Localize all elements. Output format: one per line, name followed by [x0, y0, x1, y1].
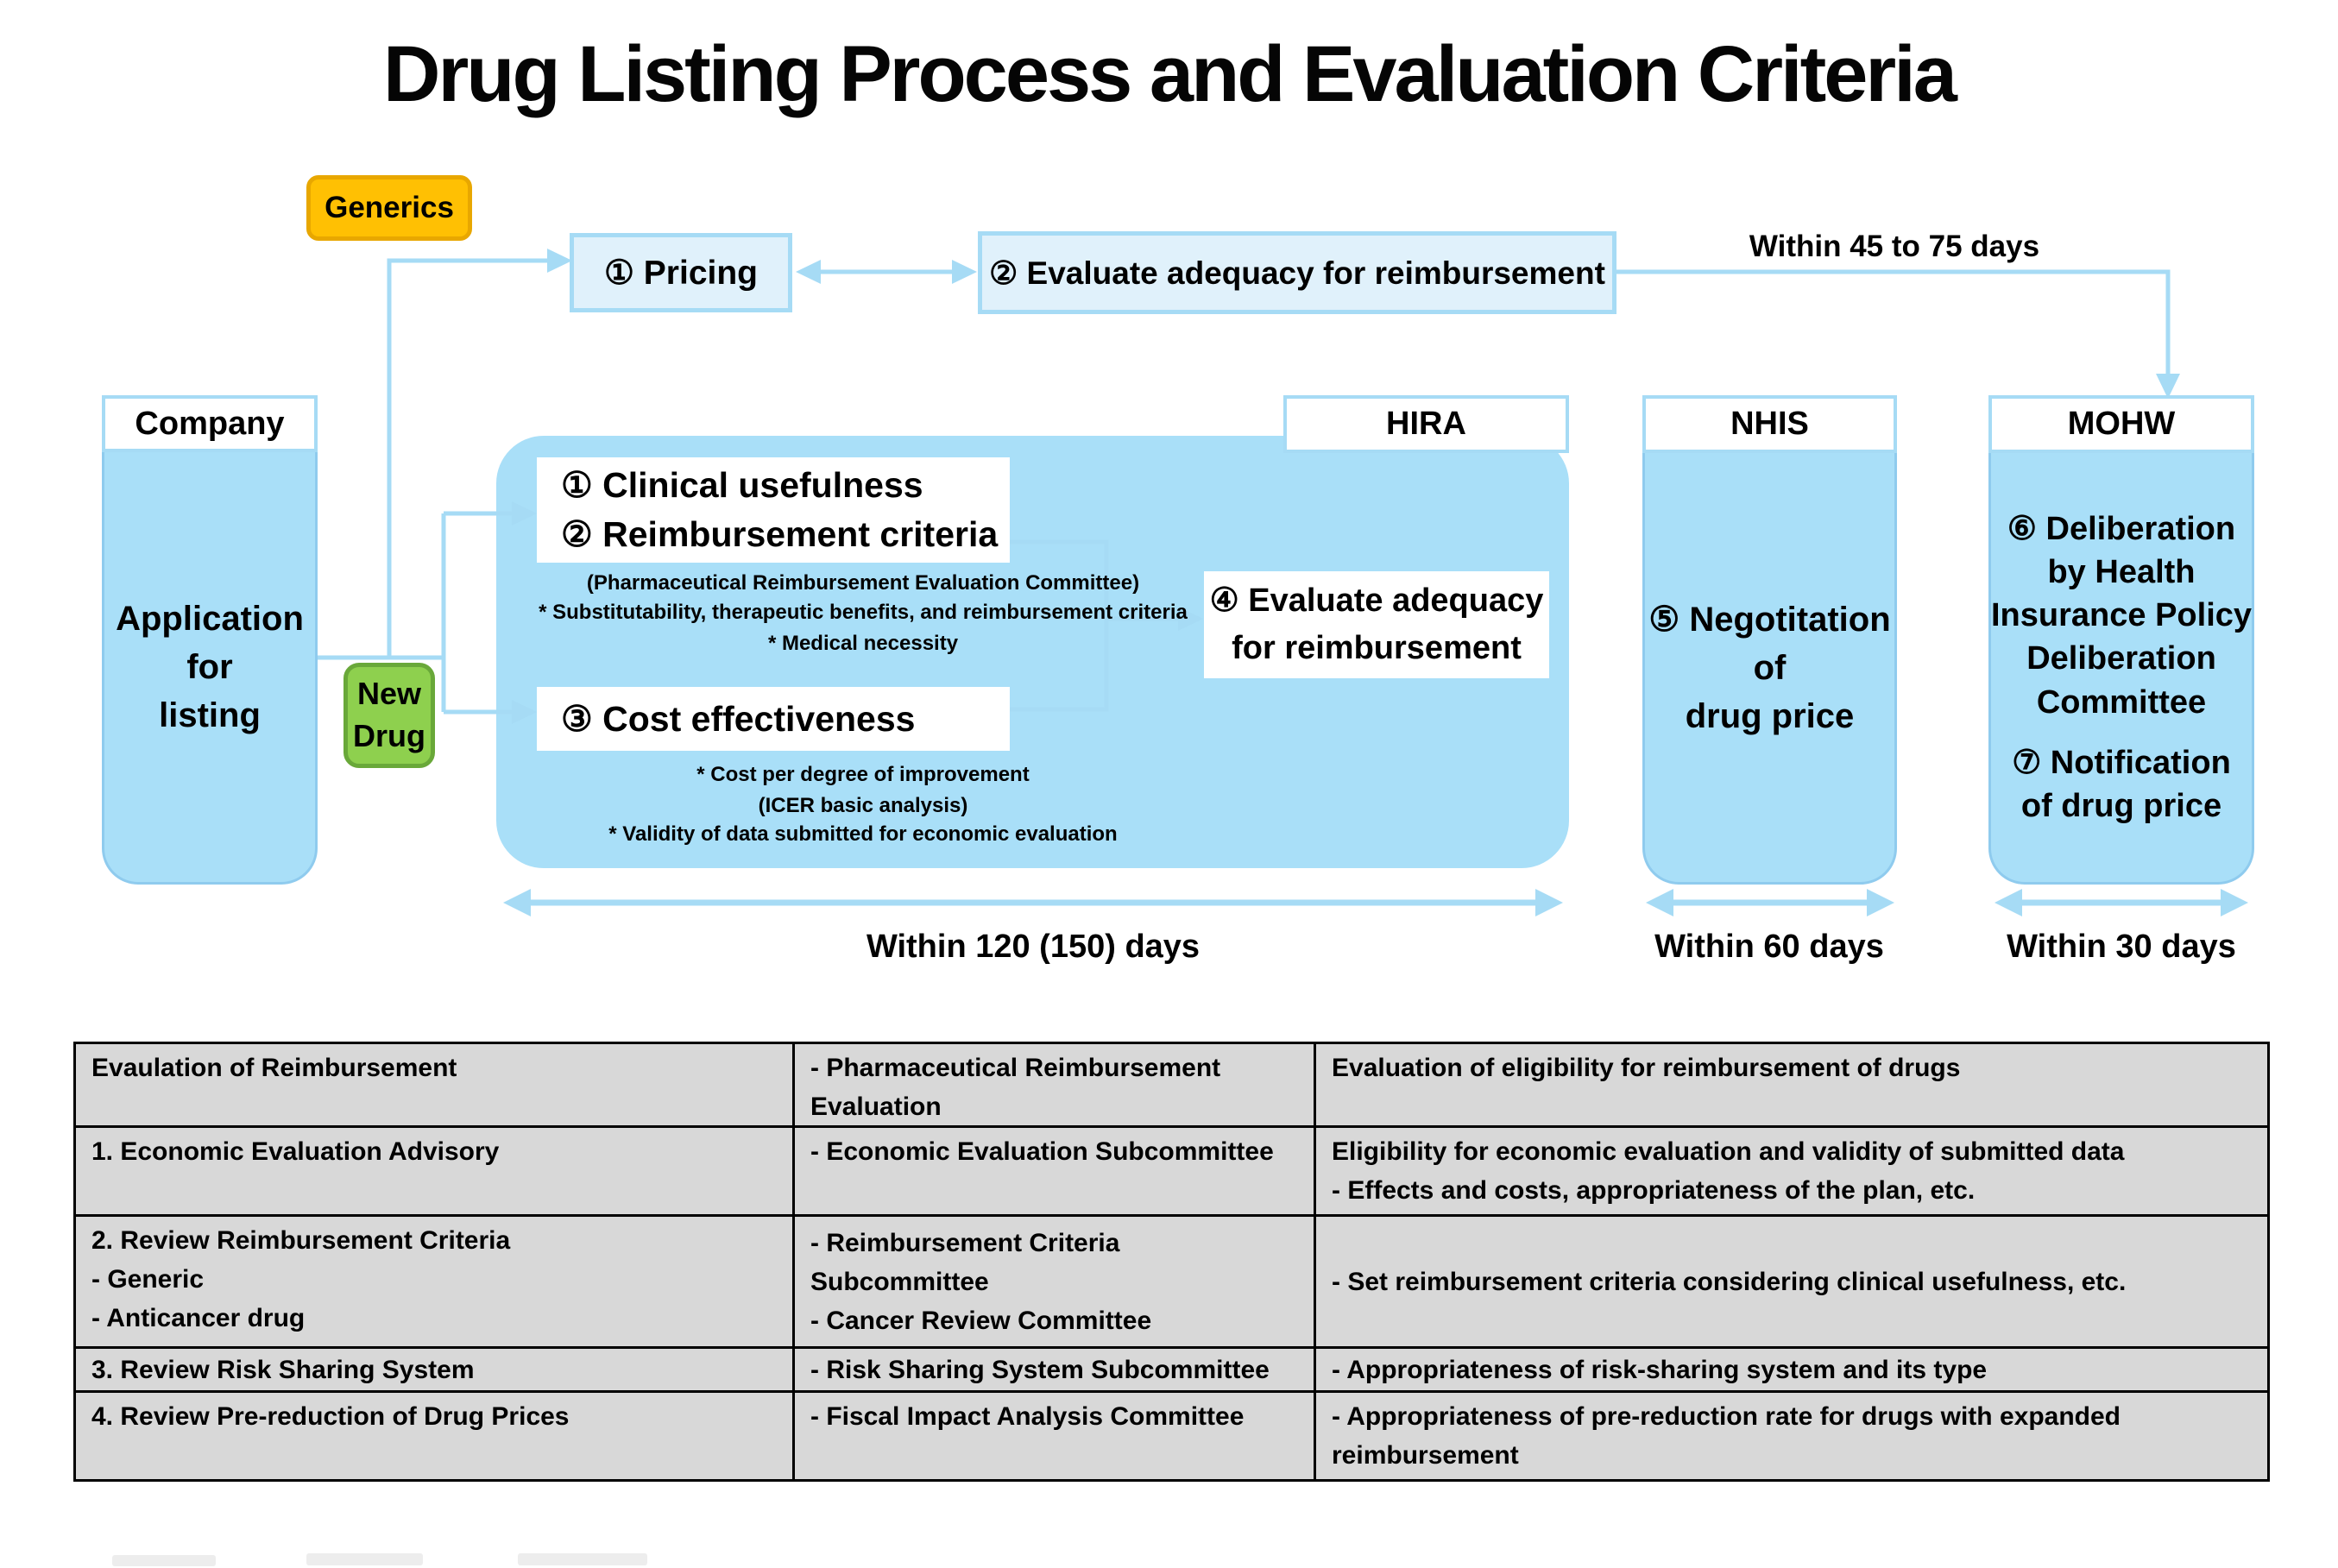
timeline-nhis-right-arrow [1867, 889, 1894, 916]
table-cell: - Reimbursement Criteria Subcommittee - … [795, 1217, 1314, 1346]
evaluate-adequacy-hira-box: ④ Evaluate adequacy for reimbursement [1204, 571, 1549, 678]
company-header: Company [102, 395, 318, 452]
timeline-mohw-right-arrow [2221, 889, 2248, 916]
arrowhead-into-evaluate4 [1178, 607, 1203, 631]
arrowheads [512, 249, 2180, 724]
table-cell: - Fiscal Impact Analysis Committee [795, 1393, 1314, 1479]
table-cell: 4. Review Pre-reduction of Drug Prices [76, 1393, 792, 1479]
clinical-usefulness-box: ① Clinical usefulness ② Reimbursement cr… [537, 457, 1010, 563]
table-cell: - Economic Evaluation Subcommittee [795, 1128, 1314, 1214]
clinical-note-substitutability: * Substitutability, therapeutic benefits… [539, 601, 1188, 624]
arrowhead-into-evaluate2 [952, 260, 977, 284]
mohw-deliberation-item: ⑥ Deliberation by Health Insurance Polic… [1991, 510, 2253, 721]
hira-header: HIRA [1283, 395, 1569, 453]
clinical-note-medical-necessity: * Medical necessity [767, 632, 959, 655]
clinical-note-committee: (Pharmaceutical Reimbursement Evaluation… [586, 571, 1140, 595]
table-cell: 2. Review Reimbursement Criteria - Gener… [76, 1217, 792, 1346]
timeline-hira-left-arrow [503, 889, 531, 916]
page-title: Drug Listing Process and Evaluation Crit… [383, 30, 1957, 118]
arrowhead-left-pricing [796, 260, 821, 284]
mohw-header: MOHW [1988, 395, 2254, 453]
arrowhead-into-mohw [2156, 374, 2180, 399]
watermark-smudge [112, 1555, 216, 1566]
duration-30-label: Within 30 days [2007, 929, 2236, 965]
pricing-box: ① Pricing [570, 233, 792, 312]
cost-effectiveness-box: ③ Cost effectiveness [537, 687, 1010, 751]
arrowhead-into-clinical [512, 501, 537, 526]
timeline-hira-right-arrow [1535, 889, 1563, 916]
duration-60-label: Within 60 days [1654, 929, 1884, 965]
committee-table: Evaulation of Reimbursement - Pharmaceut… [73, 1042, 2270, 1482]
generics-badge: Generics [306, 175, 472, 241]
evaluate-to-mohw-line [1616, 269, 2171, 384]
table-cell: - Appropriateness of risk-sharing system… [1316, 1349, 2267, 1390]
timeline-arrowheads [503, 889, 2248, 916]
mohw-notification-item: ⑦ Notification of drug price [2012, 744, 2231, 824]
watermark-smudge [306, 1553, 423, 1565]
connector-lines [318, 258, 2171, 715]
nhis-header: NHIS [1642, 395, 1897, 453]
timeline-nhis-left-arrow [1646, 889, 1673, 916]
table-cell: - Set reimbursement criteria considering… [1316, 1217, 2267, 1346]
table-cell: - Pharmaceutical Reimbursement Evaluatio… [795, 1044, 1314, 1125]
cost-note-validity: * Validity of data submitted for economi… [608, 822, 1118, 846]
generics-to-pricing-line [387, 258, 552, 658]
duration-120-label: Within 120 (150) days [866, 929, 1201, 965]
table-cell: 3. Review Risk Sharing System [76, 1349, 792, 1390]
arrowhead-into-pricing [547, 249, 572, 273]
duration-45-75-label: Within 45 to 75 days [1749, 230, 2040, 263]
timeline-mohw-left-arrow [1995, 889, 2022, 916]
cost-note-degree: * Cost per degree of improvement [696, 763, 1030, 786]
mohw-body: ⑥ Deliberation by Health Insurance Polic… [1988, 450, 2254, 885]
table-cell: Eligibility for economic evaluation and … [1316, 1128, 2267, 1214]
table-cell: Evaulation of Reimbursement [76, 1044, 792, 1125]
table-cell: - Risk Sharing System Subcommittee [795, 1349, 1314, 1390]
table-cell: - Appropriateness of pre-reduction rate … [1316, 1393, 2267, 1479]
cost-note-icer: (ICER basic analysis) [758, 794, 968, 817]
new-drug-badge: New Drug [343, 663, 435, 768]
table-cell: Evaluation of eligibility for reimbursem… [1316, 1044, 2267, 1125]
evaluate-adequacy-top-box: ② Evaluate adequacy for reimbursement [978, 231, 1616, 314]
arrowhead-into-cost [512, 700, 537, 724]
merge-bracket-line [1010, 539, 1109, 712]
company-body: Application for listing [102, 450, 318, 885]
table-cell: 1. Economic Evaluation Advisory [76, 1128, 792, 1214]
watermark-smudge [518, 1553, 647, 1565]
